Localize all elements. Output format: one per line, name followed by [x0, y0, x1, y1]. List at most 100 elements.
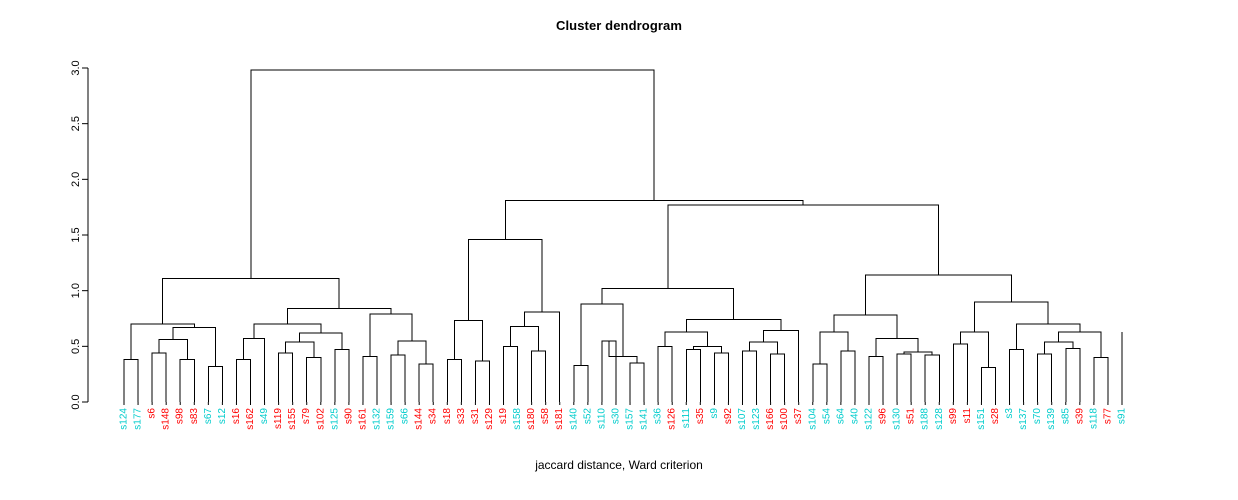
dendrogram-link	[467, 238, 543, 321]
leaf-label: s148	[161, 408, 172, 430]
leaf-label: s126	[667, 408, 678, 430]
dendrogram-link	[453, 320, 483, 361]
leaf-label: s110	[596, 408, 607, 429]
leaf-label: s37	[793, 408, 804, 425]
dendrogram-link	[1044, 341, 1074, 355]
dendrogram-link	[685, 349, 701, 402]
dendrogram-link	[1037, 353, 1053, 402]
leaf-label: s54	[821, 408, 832, 425]
leaf-label: s137	[1018, 408, 1029, 430]
leaf-label: s90	[343, 408, 354, 425]
dendrogram-link	[503, 345, 519, 402]
dendrogram-link	[474, 360, 490, 402]
dendrogram-link	[242, 338, 266, 402]
leaf-label: s128	[934, 408, 945, 430]
dendrogram-link	[763, 330, 800, 402]
dendrogram-link	[397, 340, 427, 365]
dendrogram-link	[980, 366, 996, 402]
dendrogram-link	[285, 341, 315, 358]
dendrogram-link	[172, 326, 216, 367]
leaf-label: s12	[217, 408, 228, 425]
leaf-label: s111	[681, 408, 692, 429]
leaf-label: s122	[863, 408, 874, 430]
leaf-label: s39	[1074, 408, 1085, 425]
leaf-label: s166	[765, 408, 776, 430]
dendrogram-link	[657, 345, 673, 402]
dendrogram-link	[151, 352, 167, 402]
dendrogram-link	[504, 199, 804, 240]
dendrogram-link	[952, 343, 968, 402]
leaf-label: s31	[470, 408, 481, 425]
leaf-label: s91	[1117, 408, 1128, 425]
leaf-label: s49	[259, 408, 270, 425]
dendrogram-link	[390, 354, 406, 402]
dendrogram-links	[123, 69, 1123, 402]
leaf-label: s125	[329, 408, 340, 430]
leaf-label: s141	[639, 408, 650, 430]
dendrogram-link	[667, 204, 939, 289]
leaf-label: s19	[498, 408, 509, 425]
leaf-label: s124	[119, 408, 130, 430]
dendrogram-link	[510, 325, 540, 351]
dendrogram-link	[1093, 356, 1109, 402]
dendrogram-link	[629, 362, 645, 402]
leaf-label: s104	[807, 408, 818, 430]
leaf-label: s157	[625, 408, 636, 430]
dendrogram-link	[334, 349, 350, 402]
leaf-label: s52	[582, 408, 593, 425]
leaf-label: s158	[512, 408, 523, 430]
leaf-label: s36	[653, 408, 664, 425]
y-tick-label: 1.5	[70, 227, 82, 242]
leaf-label: s58	[540, 408, 551, 425]
leaf-label: s140	[568, 408, 579, 430]
leaf-label: s83	[189, 408, 200, 425]
leaf-label: s123	[751, 408, 762, 430]
leaf-label: s67	[203, 408, 214, 425]
leaf-label: s66	[400, 408, 411, 425]
dendrogram-link	[840, 350, 856, 402]
leaf-label: s28	[990, 408, 1001, 425]
dendrogram-link	[812, 363, 828, 402]
leaf-label: s79	[301, 408, 312, 425]
leaf-label: s6	[147, 408, 158, 419]
y-tick-label: 0.5	[70, 339, 82, 354]
leaf-label: s181	[554, 408, 565, 430]
dendrogram-link	[896, 353, 912, 402]
leaf-label: s188	[920, 408, 931, 430]
leaf-label: s96	[878, 408, 889, 425]
dendrogram-link	[1065, 348, 1081, 402]
dendrogram-link	[162, 277, 340, 325]
dendrogram-link	[158, 339, 188, 360]
leaf-label: s33	[456, 408, 467, 425]
dendrogram-link	[959, 331, 989, 368]
leaf-label: s85	[1060, 408, 1071, 425]
leaf-label: s35	[695, 408, 706, 425]
leaf-label: s118	[1088, 408, 1099, 429]
y-tick-label: 2.5	[70, 116, 82, 131]
dendrogram-link	[362, 355, 378, 402]
leaf-label: s18	[442, 408, 453, 425]
leaf-label: s98	[175, 408, 186, 425]
dendrogram-link	[369, 313, 413, 357]
leaf-label: s177	[133, 408, 144, 430]
leaf-label: s162	[245, 408, 256, 430]
page-title: Cluster dendrogram	[555, 18, 683, 33]
y-tick-label: 0.0	[70, 394, 82, 409]
leaf-label: s155	[287, 408, 298, 430]
dendrogram-link	[286, 307, 392, 325]
leaf-label: s70	[1032, 408, 1043, 425]
dendrogram-link	[1016, 323, 1081, 350]
dendrogram-link	[1009, 349, 1025, 402]
leaf-label: s9	[709, 408, 720, 419]
dendrogram-link	[278, 352, 294, 402]
dendrogram-link	[819, 331, 849, 365]
leaf-label: s11	[962, 408, 973, 424]
dendrogram-link	[580, 303, 624, 366]
dendrogram-link	[207, 365, 223, 402]
leaf-label: s40	[849, 408, 860, 425]
leaf-label: s3	[1004, 408, 1015, 419]
leaf-label: s107	[737, 408, 748, 430]
dendrogram-link	[531, 350, 547, 402]
